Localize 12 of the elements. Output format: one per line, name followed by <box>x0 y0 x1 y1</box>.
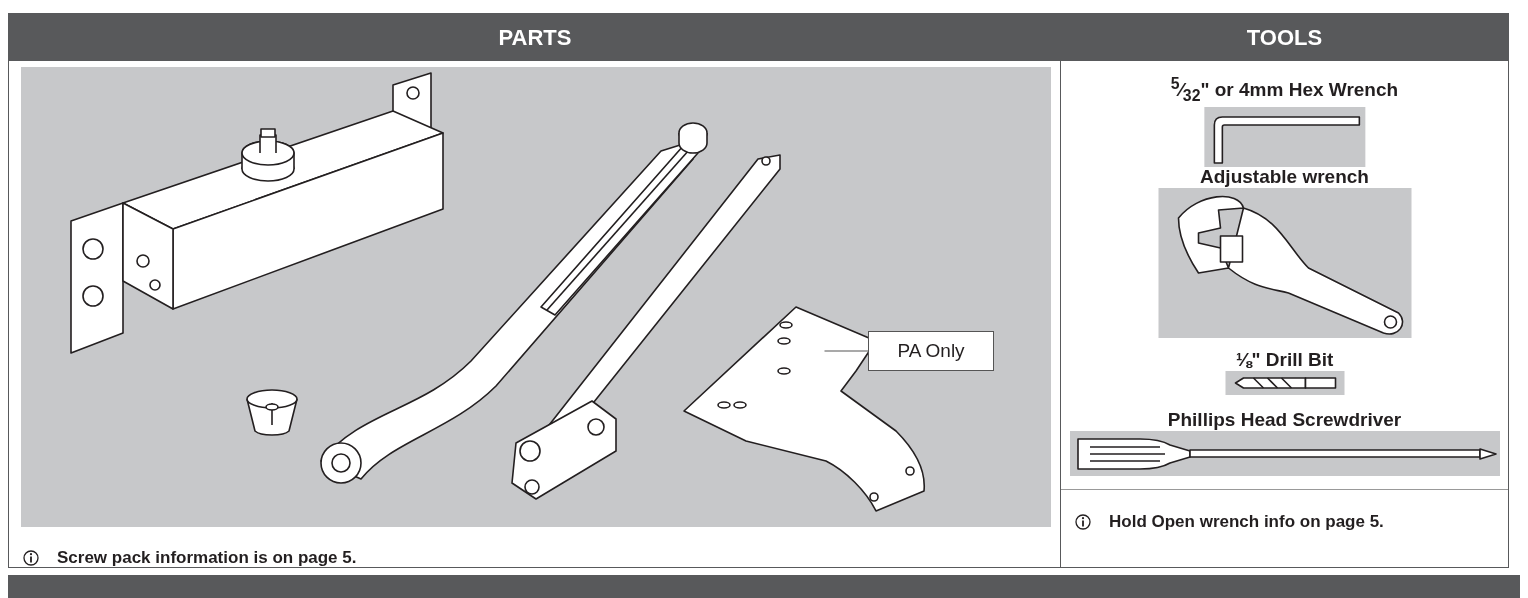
tool-label: ⅛" Drill Bit <box>1235 349 1334 371</box>
section-header: PARTS <box>498 24 572 51</box>
note-text: Hold Open wrench info on page 5. <box>1109 512 1384 532</box>
callout-label: PA Only <box>868 331 994 371</box>
section-header: TOOLS <box>1246 24 1323 51</box>
note-text: Screw pack information is on page 5. <box>57 548 357 568</box>
table-section <box>1060 13 1509 568</box>
tool-label: Phillips Head Screwdriver <box>1167 409 1402 431</box>
tool-label: Adjustable wrench <box>1200 166 1369 188</box>
leader-line <box>823 350 869 352</box>
table-section <box>8 13 1062 568</box>
tool-label: $^{5}$⁄$_{32}$" or 4mm Hex Wrench <box>1170 74 1399 107</box>
